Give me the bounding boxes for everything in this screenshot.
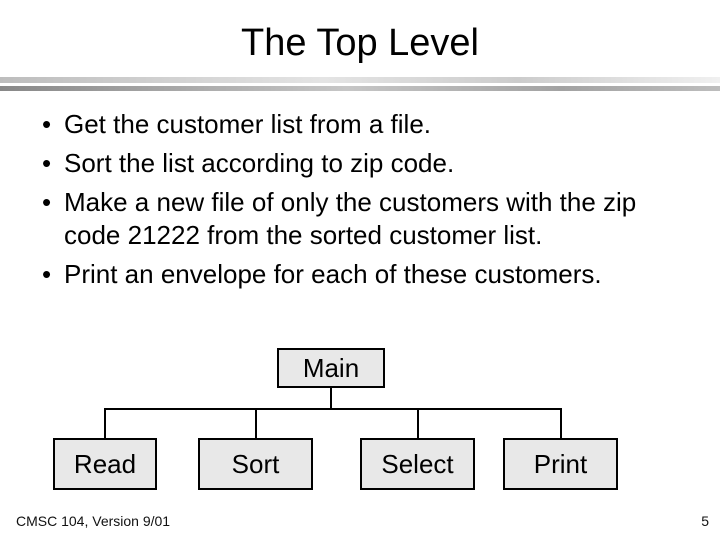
bullet-marker-icon: • [42, 109, 52, 139]
bullet-marker-icon: • [42, 259, 52, 289]
diagram-node-select: Select [360, 438, 475, 490]
title-rule-dark [0, 86, 720, 91]
diagram-node-read: Read [53, 438, 157, 490]
footer-course-label: CMSC 104, Version 9/01 [16, 513, 171, 529]
connector-drop-select [417, 408, 419, 438]
connector-drop-sort [255, 408, 257, 438]
diagram-node-sort: Sort [198, 438, 313, 490]
connector-horizontal [104, 408, 562, 410]
connector-main-stub [330, 387, 332, 410]
bullet-marker-icon: • [42, 187, 52, 217]
connector-drop-read [104, 408, 106, 438]
bullet-text: Get the customer list from a file. [64, 109, 432, 139]
bullet-text: Sort the list according to zip code. [64, 148, 455, 178]
bullet-item: • Print an envelope for each of these cu… [30, 258, 686, 291]
connector-drop-print [560, 408, 562, 438]
bullet-item: • Sort the list according to zip code. [30, 147, 686, 180]
bullet-item: • Get the customer list from a file. [30, 108, 686, 141]
title-rule-light [0, 77, 720, 83]
diagram-node-main: Main [277, 348, 385, 388]
bullet-text: Make a new file of only the customers wi… [64, 187, 637, 250]
bullet-text: Print an envelope for each of these cust… [64, 259, 602, 289]
footer-page-number: 5 [701, 513, 709, 529]
bullet-list: • Get the customer list from a file. • S… [30, 108, 686, 297]
diagram-node-print: Print [503, 438, 618, 490]
bullet-marker-icon: • [42, 148, 52, 178]
slide-title: The Top Level [240, 22, 480, 64]
bullet-item: • Make a new file of only the customers … [30, 186, 686, 252]
